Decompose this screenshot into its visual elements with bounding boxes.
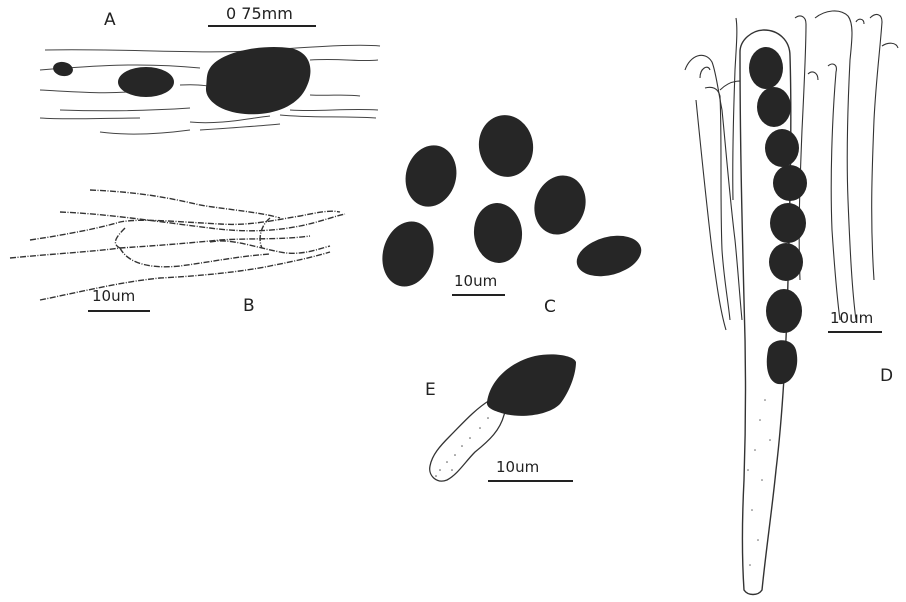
ascospore-8: [767, 340, 797, 384]
ascospore-2: [757, 87, 791, 127]
panel-d-ascus: [740, 30, 807, 595]
scale-label-a: 0 75mm: [226, 4, 293, 23]
panel-label-b: B: [243, 296, 255, 316]
scale-label-e: 10um: [496, 458, 539, 476]
spore-c3: [526, 168, 594, 241]
panel-b-drawing: [10, 190, 345, 300]
lesion-large: [206, 47, 311, 114]
scale-label-d: 10um: [830, 309, 873, 327]
panel-label-e: E: [425, 380, 436, 400]
ascospore-7: [766, 289, 802, 333]
lesion-small: [52, 60, 74, 77]
spore-c5: [375, 216, 440, 293]
spore-c6: [572, 229, 646, 283]
conidium-e: [487, 354, 576, 415]
panel-label-c: C: [544, 297, 556, 317]
ascospore-4: [773, 165, 807, 201]
scale-label-c: 10um: [454, 272, 497, 290]
ascospore-1: [749, 47, 783, 89]
lesion-medium: [118, 67, 174, 97]
spore-c4: [471, 201, 524, 265]
spore-c1: [474, 111, 538, 181]
panel-c-spores: [375, 111, 645, 293]
spore-c2: [399, 140, 463, 213]
conidiophore-e: [430, 400, 505, 481]
panel-label-d: D: [880, 366, 893, 386]
ascospore-3: [765, 129, 799, 167]
scale-label-b: 10um: [92, 287, 135, 305]
ascospore-6: [769, 243, 803, 281]
ascospore-5: [770, 203, 806, 243]
panel-label-a: A: [104, 10, 116, 30]
